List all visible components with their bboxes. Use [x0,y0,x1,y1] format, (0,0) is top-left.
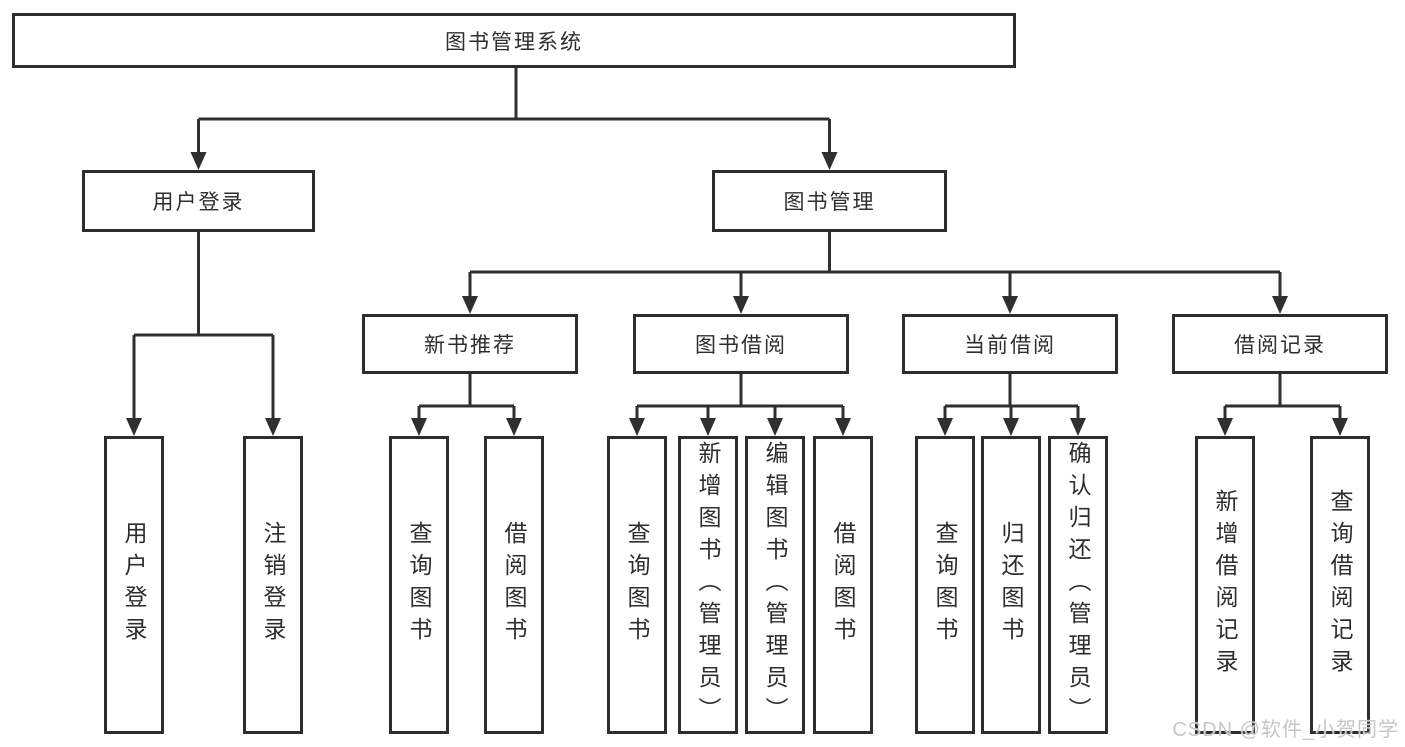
arrow-down-icon [506,418,522,436]
node-book-borrowing: 图书借阅 [633,314,849,374]
leaf-edit-books-admin: 编辑图书（管理员） [745,436,805,734]
node-current-borrowing: 当前借阅 [902,314,1118,374]
leaf-query-books-current: 查询图书 [915,436,975,734]
arrow-down-icon [1272,296,1288,314]
node-new-book-recommend: 新书推荐 [362,314,578,374]
node-label: 图书管理 [783,191,876,214]
node-library-system: 图书管理系统 [12,13,1016,68]
node-label: 当前借阅 [964,334,1056,357]
node-label: 用户登录 [152,191,245,214]
arrow-down-icon [700,418,716,436]
leaf-user-login: 用户登录 [104,436,164,734]
arrow-down-icon [1070,418,1086,436]
node-label: 新增借阅记录 [1212,489,1238,681]
arrow-down-icon [733,296,749,314]
arrow-down-icon [1003,418,1019,436]
watermark: CSDN @软件_小贺同学 [1172,719,1399,741]
node-label: 查询图书 [624,521,650,649]
arrow-down-icon [1332,418,1348,436]
node-user-login: 用户登录 [82,170,315,232]
arrow-down-icon [835,418,851,436]
node-label: 查询图书 [932,521,958,649]
leaf-query-borrow-record: 查询借阅记录 [1310,436,1370,734]
node-label: 新书推荐 [424,334,516,357]
leaf-query-books-borrowing: 查询图书 [607,436,667,734]
leaf-return-books: 归还图书 [981,436,1041,734]
leaf-logout: 注销登录 [243,436,303,734]
connector-paths [132,68,1342,421]
arrow-down-icon [411,418,427,436]
node-book-management: 图书管理 [712,170,947,232]
arrow-down-icon [126,418,142,436]
node-label: 新增图书（管理员） [695,441,721,729]
arrow-down-icon [190,152,207,170]
leaf-add-books-admin: 新增图书（管理员） [678,436,738,734]
node-label: 编辑图书（管理员） [762,441,788,729]
node-label: 借阅图书 [501,521,527,649]
node-label: 借阅图书 [830,521,856,649]
arrow-down-icon [462,296,478,314]
arrow-down-icon [937,418,953,436]
arrow-down-icon [767,418,783,436]
node-borrowing-records: 借阅记录 [1172,314,1388,374]
arrow-down-icon [629,418,645,436]
leaf-borrow-books-recommend: 借阅图书 [484,436,544,734]
arrow-down-icon [1002,296,1018,314]
arrow-down-icon [1217,418,1233,436]
leaf-query-books-recommend: 查询图书 [389,436,449,734]
node-label: 图书管理系统 [445,30,583,54]
node-label: 图书借阅 [695,334,787,357]
node-label: 用户登录 [121,521,147,649]
node-label: 注销登录 [260,521,286,649]
leaf-borrow-books-borrowing: 借阅图书 [813,436,873,734]
node-label: 查询借阅记录 [1327,489,1353,681]
node-label: 确认归还（管理员） [1065,441,1091,729]
arrow-down-icon [265,418,281,436]
node-label: 查询图书 [406,521,432,649]
leaf-add-borrow-record: 新增借阅记录 [1195,436,1255,734]
arrow-down-icon [821,152,838,170]
node-label: 借阅记录 [1234,334,1326,357]
leaf-confirm-return-admin: 确认归还（管理员） [1048,436,1108,734]
node-label: 归还图书 [998,521,1024,649]
